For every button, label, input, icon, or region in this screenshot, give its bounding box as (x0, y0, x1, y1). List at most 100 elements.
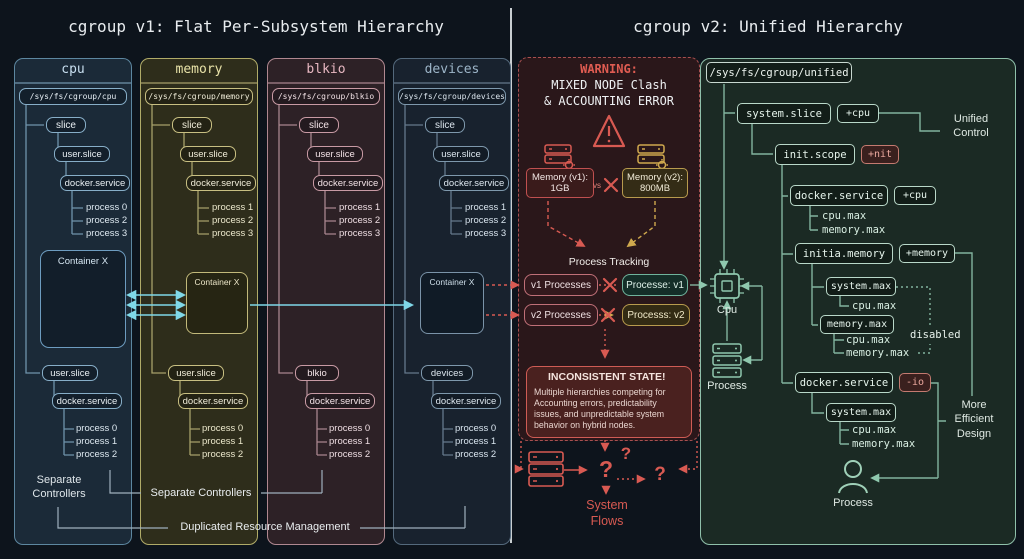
process-label: process 2 (212, 215, 254, 226)
warning-line1: MIXED NODE Clash (551, 78, 667, 92)
initia-memory-node: initia.memory (795, 243, 893, 264)
memory-container-label: Container X (194, 277, 240, 287)
devices-slice-node: slice (425, 117, 465, 133)
duplicated-resource-label: Duplicated Resource Management (180, 521, 350, 533)
memory-v1-value: 1GB (550, 183, 570, 194)
process-label: process 0 (76, 423, 118, 434)
process-person-label: Process (833, 497, 873, 509)
memory-docker-service-node: docker.service (186, 175, 256, 191)
inconsistent-title: INCONSISTENT STATE! (548, 371, 666, 383)
process-label: process 1 (465, 202, 507, 213)
docker-service-1-node: docker.service (790, 185, 888, 206)
memory-v1-box: Memory (v1): 1GB (526, 168, 594, 198)
process-icon-label: Process (707, 380, 747, 392)
unified-root-path-box: /sys/fs/cgroup/unified (706, 62, 852, 83)
memory-v2-value: 800MB (639, 183, 671, 194)
system-flows-server-icon (528, 451, 564, 487)
system-max-2-cpu-max: cpu.max (852, 424, 897, 436)
cpu-header: cpu (61, 62, 85, 77)
v2-title: cgroup v2: Unified Hierarchy (633, 17, 903, 36)
system-max-1-cpu-max: cpu.max (852, 300, 897, 312)
memory-v1-label: Memory (v1): (532, 171, 588, 183)
process-label: process 3 (212, 228, 254, 239)
system-slice-cpu-tag: +cpu (837, 104, 879, 123)
memory-lower-docker-service: docker.service (178, 393, 248, 409)
memory-v2-label: Memory (v2): (627, 171, 683, 183)
devices-container-label: Container X (429, 277, 475, 287)
devices-user-slice-node: user.slice (433, 146, 489, 162)
blkio-slice-node: slice (299, 117, 339, 133)
v1-result-box: Processe: v1 (622, 274, 688, 296)
system-max-2-node: system.max (826, 403, 896, 422)
system-max-1-node: system.max (826, 277, 896, 296)
init-scope-node: init.scope (775, 144, 855, 165)
system-slice-node: system.slice (737, 103, 831, 124)
process-label: process 3 (465, 228, 507, 239)
question-mark-right: ? (654, 464, 666, 485)
inconsistent-body: Multiple hierarchies competing for Accou… (534, 387, 666, 430)
process-label: process 1 (329, 436, 371, 447)
devices-lower-docker-service: docker.service (431, 393, 501, 409)
devices-header: devices (424, 62, 480, 77)
v2-result-box: Processs: v2 (622, 304, 690, 326)
cpu-path-box: /sys/fs/cgroup/cpu (19, 88, 127, 105)
devices-path-box: /sys/fs/cgroup/devices (398, 88, 506, 105)
v1-title: cgroup v1: Flat Per-Subsystem Hierarchy (68, 17, 444, 36)
initia-memory-tag: +memory (899, 244, 955, 263)
question-mark-upper: ? (620, 444, 632, 463)
unified-control-label: Unified Control (953, 113, 989, 140)
warning-line2: & ACCOUNTING ERROR (543, 94, 675, 108)
devices-lower-node: devices (421, 365, 473, 381)
memory-max-cpu-max: cpu.max (846, 334, 891, 346)
memory-max-node: memory.max (820, 315, 894, 334)
system-max-2-memory-max: memory.max (852, 438, 916, 450)
process-label: process 1 (76, 436, 118, 447)
memory-lower-user-slice: user.slice (168, 365, 224, 381)
blkio-lower-node: blkio (295, 365, 339, 381)
center-divider (510, 8, 512, 543)
devices-container-box (420, 272, 484, 334)
memory-slice-node: slice (172, 117, 212, 133)
process-label: process 0 (202, 423, 244, 434)
process-label: process 2 (202, 449, 244, 460)
process-label: process 1 (212, 202, 254, 213)
process-label: process 1 (202, 436, 244, 447)
separate-controllers-label-2: Separate Controllers (150, 487, 252, 499)
blkio-docker-service-node: docker.service (313, 175, 383, 191)
cpu-icon-label: Cpu (716, 304, 738, 316)
cpu-lower-user-slice: user.slice (42, 365, 98, 381)
docker-service-2-io-tag: -io (899, 373, 931, 392)
devices-docker-service-node: docker.service (439, 175, 509, 191)
inconsistent-state-box (526, 366, 692, 438)
blkio-lower-docker-service: docker.service (305, 393, 375, 409)
blkio-user-slice-node: user.slice (307, 146, 363, 162)
process-label: process 2 (455, 449, 497, 460)
cpu-container-box (40, 250, 126, 348)
init-scope-nit-tag: +nit (861, 145, 899, 164)
docker-service-2-node: docker.service (795, 372, 893, 393)
process-label: process 0 (329, 423, 371, 434)
more-efficient-design-label: More Efficient Design (954, 399, 994, 440)
process-label: process 2 (329, 449, 371, 460)
memory-max-memory-max: memory.max (846, 347, 910, 359)
memory-user-slice-node: user.slice (180, 146, 236, 162)
warning-title: WARNING: (580, 62, 638, 76)
memory-path-box: /sys/fs/cgroup/memory (145, 88, 253, 105)
process-label: process 1 (339, 202, 381, 213)
memory-container-box (186, 272, 248, 334)
process-label: process 0 (455, 423, 497, 434)
question-mark-center: ? (598, 456, 614, 482)
cpu-lower-docker-service: docker.service (52, 393, 122, 409)
process-label: process 3 (339, 228, 381, 239)
process-label: process 0 (86, 202, 128, 213)
blkio-header: blkio (306, 62, 346, 77)
process-label: process 2 (86, 215, 128, 226)
docker1-memory-max: memory.max (822, 224, 886, 236)
disabled-label: disabled (910, 329, 961, 341)
blkio-path-box: /sys/fs/cgroup/blkio (272, 88, 380, 105)
v2-processes-box: v2 Processes (524, 304, 598, 326)
cpu-slice-node: slice (46, 117, 86, 133)
cpu-container-label: Container X (57, 256, 109, 267)
separate-controllers-label-1: Separate Controllers (32, 474, 86, 500)
